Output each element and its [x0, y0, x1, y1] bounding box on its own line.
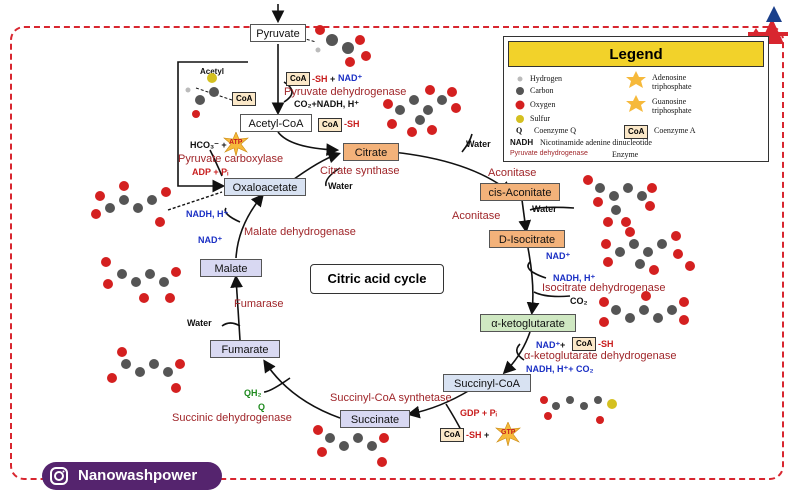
- carbon-swatch: [516, 87, 524, 95]
- coa-tag-acetyl-group: CoA: [232, 92, 257, 106]
- adp-pi-label: ADP + Pᵢ: [192, 167, 229, 177]
- pyruvate-molecule: [315, 25, 371, 67]
- citrate-box: Citrate: [343, 143, 399, 161]
- legend-carbon: Carbon: [530, 86, 554, 95]
- hydrogen-swatch: [517, 76, 523, 82]
- sh-label-pdh: -SH: [312, 74, 328, 84]
- legend-coa-tag: CoA: [624, 125, 649, 139]
- coa-tag-scs: CoA: [440, 428, 465, 442]
- legend-nadh-desc: Nicotinamide adenine dinucleotide: [540, 138, 652, 147]
- succinate-molecule: [313, 425, 389, 467]
- citrate-molecule: [383, 85, 461, 137]
- nad-label-akgdh: NAD⁺: [536, 340, 561, 350]
- co2-label-idh: CO₂: [570, 296, 588, 306]
- legend-swatches: [515, 71, 646, 123]
- legend-hydrogen: Hydrogen: [530, 74, 562, 83]
- alpha-ketoglutarate-box: α-ketoglutarate: [480, 314, 576, 332]
- atp-label: ATP: [229, 139, 243, 146]
- acetyl-label: Acetyl: [200, 67, 225, 76]
- legend-enzyme: Enzyme: [612, 150, 639, 159]
- gtp-label: GTP: [501, 429, 516, 436]
- enzyme-pyruvate-dehydrogenase: Pyruvate dehydrogenase: [284, 86, 407, 98]
- d-isocitrate-box: D-Isocitrate: [489, 230, 565, 248]
- sh-label-citrate-synthase: -SH: [344, 119, 360, 129]
- enzyme-akg-dehydrogenase: α-ketoglutarate dehydrogenase: [524, 350, 677, 362]
- legend-enzyme-example: Pyruvate dehydrogenase: [510, 150, 588, 157]
- nadh-label-mdh: NADH, H⁺: [186, 209, 229, 219]
- plus-label-pdh: +: [330, 74, 336, 84]
- legend-panel: Legend Hydrogen Carbon Oxygen Sulfur Q C…: [503, 36, 769, 162]
- alpha-ketoglutarate-molecule: [599, 291, 689, 327]
- legend-sulfur: Sulfur: [530, 114, 550, 123]
- plus-label-akgdh: +: [560, 340, 566, 350]
- sh-label-scs: -SH: [466, 430, 482, 440]
- legend-gtp: Guanosine triphosphate: [652, 97, 692, 115]
- enzyme-aconitase-1: Aconitase: [488, 167, 537, 179]
- enzyme-citrate-synthase: Citrate synthase: [320, 165, 400, 177]
- coa-tag-citrate-synthase: CoA: [318, 118, 343, 132]
- succinyl-coa-molecule: [540, 396, 617, 424]
- legend-q-symbol: Q: [516, 126, 523, 135]
- co2-nadh-label-pdh: CO₂+NADH, H⁺: [294, 99, 360, 109]
- plus-label-scs: +: [484, 430, 490, 440]
- gdp-pi-label: GDP + Pᵢ: [460, 408, 497, 418]
- enzyme-succinyl-coa-synthetase: Succinyl-CoA synthetase: [330, 392, 452, 404]
- brand-handle: Nanowashpower: [78, 467, 198, 484]
- atp-star-icon: [223, 132, 249, 156]
- water-label-fumarase: Water: [187, 318, 212, 328]
- enzyme-succinic-dehydrogenase: Succinic dehydrogenase: [172, 412, 292, 424]
- q-label: Q: [258, 402, 266, 412]
- enzyme-pyruvate-carboxylase: Pyruvate carboxylase: [178, 153, 284, 165]
- succinyl-coa-box: Succinyl-CoA: [443, 374, 531, 392]
- water-label-citrate: Water: [328, 181, 353, 191]
- pyruvate-box: Pyruvate: [250, 24, 306, 42]
- fumarate-molecule: [107, 347, 185, 393]
- fumarate-box: Fumarate: [210, 340, 280, 358]
- diagram-title: Citric acid cycle: [310, 264, 444, 294]
- legend-oxygen: Oxygen: [530, 100, 556, 109]
- atp-legend-star: [626, 71, 646, 88]
- oxaloacetate-molecule: [91, 181, 171, 227]
- enzyme-malate-dehydrogenase: Malate dehydrogenase: [244, 226, 356, 238]
- enzyme-fumarase: Fumarase: [234, 298, 284, 310]
- cis-aconitate-box: cis-Aconitate: [480, 183, 560, 201]
- qh2-label: QH₂: [244, 388, 262, 398]
- acetyl-molecule: [185, 73, 219, 118]
- nad-label-mdh: NAD⁺: [198, 235, 223, 245]
- acetyl-coa-box: Acetyl-CoA: [240, 114, 312, 132]
- legend-coa-desc: Coenzyme A: [654, 126, 696, 135]
- oxaloacetate-box: Oxaloacetate: [224, 178, 306, 196]
- malate-molecule: [101, 257, 181, 303]
- oxygen-swatch: [515, 100, 525, 110]
- malate-box: Malate: [200, 259, 262, 277]
- isocitrate-molecule: [601, 227, 695, 275]
- gtp-legend-star: [626, 95, 646, 112]
- hco3-label: HCO₃⁻ +: [190, 140, 227, 150]
- succinate-box: Succinate: [340, 410, 410, 428]
- sulfur-swatch: [516, 115, 524, 123]
- coa-tag-akgdh: CoA: [572, 337, 597, 351]
- water-label-aconitase-2: Water: [532, 204, 557, 214]
- water-label-aconitase-1: Water: [466, 139, 491, 149]
- dashed-frame: [10, 26, 784, 480]
- nadh-label-idh: NADH, H⁺: [553, 273, 596, 283]
- instagram-icon: [50, 467, 68, 485]
- nadh-co2-label-akgdh: NADH, H⁺+ CO₂: [526, 364, 594, 374]
- coa-tag-pdh: CoA: [286, 72, 311, 86]
- cis-aconitate-molecule: [583, 175, 657, 227]
- brand-badge[interactable]: Nanowashpower: [42, 462, 222, 490]
- sh-label-akgdh: -SH: [598, 339, 614, 349]
- enzyme-isocitrate-dehydrogenase: Isocitrate dehydrogenase: [542, 282, 666, 294]
- legend-title: Legend: [508, 41, 764, 67]
- nad-label-idh: NAD⁺: [546, 251, 571, 261]
- enzyme-aconitase-2: Aconitase: [452, 210, 501, 222]
- nad-label-pdh: NAD⁺: [338, 73, 363, 83]
- gtp-star-icon: [495, 422, 521, 446]
- legend-atp: Adenosine triphosphate: [652, 73, 692, 91]
- legend-coenzyme-q: Coenzyme Q: [534, 126, 576, 135]
- legend-nadh-symbol: NADH: [510, 138, 534, 147]
